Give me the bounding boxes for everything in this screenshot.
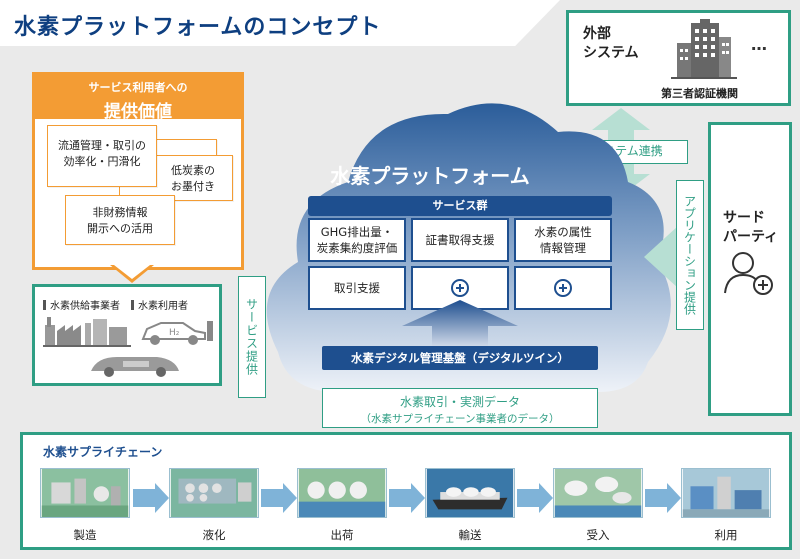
service-certificate-support: 証書取得支援 — [411, 218, 509, 262]
transport-ship-image — [425, 468, 515, 518]
transaction-data-line2: （水素サプライチェーン事業者のデータ） — [360, 413, 560, 425]
service-ghg-evaluation: GHG排出量・ 炭素集約度評価 — [308, 218, 406, 262]
title-banner — [0, 0, 560, 46]
service-provide-label: サービス提供 — [238, 276, 266, 398]
application-provide-label: アプリケーション提供 — [676, 180, 704, 330]
supply-chain-title: 水素サプライチェーン — [43, 445, 163, 459]
factory-icon — [43, 317, 131, 347]
page-title: 水素プラットフォームのコンセプト — [14, 15, 382, 40]
svg-text:H₂: H₂ — [169, 328, 180, 338]
value-card-efficiency: 流通管理・取引の 効率化・円滑化 — [47, 125, 157, 187]
provided-value-box: サービス利用者への 提供価値 低炭素の お墨付き 流通管理・取引の 効率化・円滑… — [32, 72, 244, 270]
platform-title: 水素プラットフォーム — [330, 164, 530, 188]
fcv-truck-icon — [91, 357, 179, 377]
transaction-data-line1: 水素取引・実測データ — [399, 395, 520, 409]
stage-receiving: 受入 — [553, 468, 643, 543]
flow-arrow — [645, 483, 681, 513]
more-ellipsis: … — [751, 35, 767, 54]
stage-label: 液化 — [202, 528, 226, 542]
user-label: 水素利用者 — [131, 297, 188, 312]
service-attribute-management: 水素の属性 情報管理 — [514, 218, 612, 262]
stage-label: 出荷 — [330, 528, 354, 542]
provided-value-header-line1: サービス利用者への — [88, 81, 188, 94]
shipping-terminal-image — [297, 468, 387, 518]
digital-management-base: 水素デジタル管理基盤（デジタルツイン） — [322, 346, 598, 370]
production-plant-image — [40, 468, 130, 518]
stage-production: 製造 — [40, 468, 130, 543]
flow-arrow — [389, 483, 425, 513]
supplier-label: 水素供給事業者 — [43, 297, 120, 312]
flow-arrow — [261, 483, 297, 513]
transaction-data-box: 水素取引・実測データ （水素サプライチェーン事業者のデータ） — [322, 388, 598, 428]
external-system-box: 外部 システム … 第三者認証機関 — [566, 10, 791, 106]
third-party-box: サード パーティ — [708, 122, 792, 416]
stage-liquefaction: 液化 — [169, 468, 259, 543]
value-card-disclosure: 非財務情報 開示への活用 — [65, 195, 175, 245]
supplier-user-box: 水素供給事業者 水素利用者 H₂ — [32, 284, 222, 386]
external-system-label: 外部 システム — [583, 26, 639, 61]
third-party-cert-label: 第三者認証機関 — [661, 87, 738, 100]
flow-arrow — [133, 483, 169, 513]
value-box-pointer-inner — [114, 265, 150, 279]
data-up-arrow — [402, 300, 518, 346]
stage-shipping: 出荷 — [297, 468, 387, 543]
stage-utilization: 利用 — [681, 468, 771, 543]
stage-label: 輸送 — [458, 528, 482, 542]
provided-value-header-line2: 提供価値 — [104, 102, 172, 122]
provided-value-header: サービス利用者への 提供価値 — [35, 75, 241, 122]
stage-label: 利用 — [714, 528, 738, 542]
service-add-slot — [514, 266, 612, 310]
stage-label: 製造 — [73, 528, 97, 542]
service-trade-support: 取引支援 — [308, 266, 406, 310]
flow-arrow — [517, 483, 553, 513]
service-group-bar: サービス群 — [308, 196, 612, 216]
utilization-plant-image — [681, 468, 771, 518]
supply-chain-box: 水素サプライチェーン 製造 液化 出荷 — [20, 432, 792, 550]
stage-label: 受入 — [586, 528, 610, 542]
plus-circle-icon — [554, 279, 572, 297]
stage-transport: 輸送 — [425, 468, 515, 543]
plus-circle-icon — [451, 279, 469, 297]
person-add-icon — [724, 252, 773, 295]
application-provide-arrow — [644, 226, 678, 288]
receiving-terminal-image — [553, 468, 643, 518]
liquefaction-plant-image — [169, 468, 259, 518]
fuel-cell-car-icon: H₂ — [141, 321, 213, 345]
third-party-label: サード パーティ — [723, 210, 779, 245]
building-icon — [671, 19, 737, 79]
